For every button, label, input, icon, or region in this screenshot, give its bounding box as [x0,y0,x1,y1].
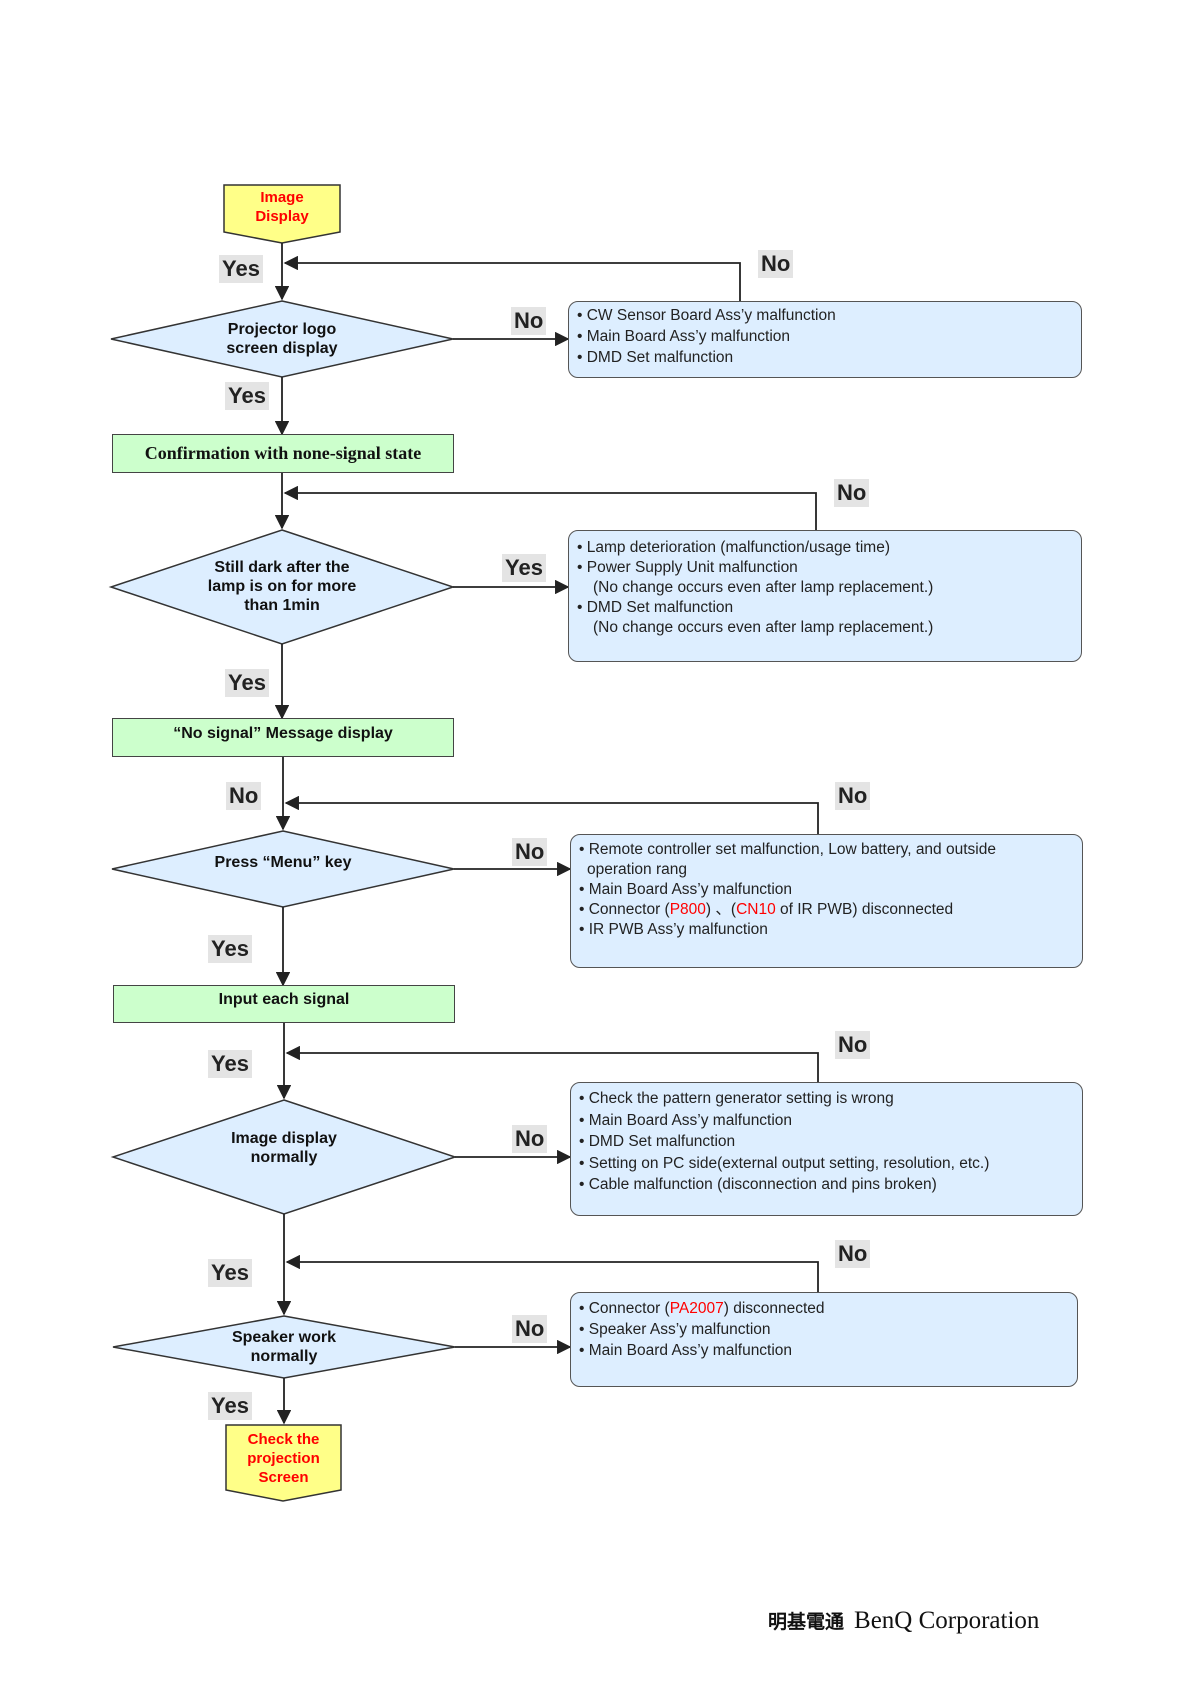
yes-label: Yes [225,669,269,697]
no-label: No [511,307,547,335]
decision-line: Still dark after the [214,559,350,576]
end-line-3: Screen [258,1469,309,1486]
no-label: No [512,1125,548,1153]
cause-line: (No change occurs even after lamp replac… [593,619,934,636]
decision-projector-logo: Projector logo screen display [182,320,382,358]
cause-box-2: • Lamp deterioration (malfunction/usage … [568,530,1082,662]
start-line-2: Display [255,208,309,225]
decision-speaker: Speaker work normally [184,1328,384,1366]
decision-line: Image display [231,1130,337,1147]
no-label: No [835,1240,871,1268]
connector-code: CN10 [736,901,776,918]
end-line-2: projection [247,1450,320,1467]
decision-line: screen display [226,340,338,357]
yes-label: Yes [219,255,263,283]
cause-line: • Check the pattern generator setting is… [579,1090,894,1107]
company-name-chinese: 明基電通 [768,1611,845,1633]
step-no-signal: “No signal” Message display [112,718,454,757]
end-terminal-shape [225,1424,342,1502]
start-terminal-shape [223,184,341,244]
cause-line: • Main Board Ass’y malfunction [577,328,791,345]
connector-text: of IR PWB) disconnected [775,901,954,918]
cause-line: (No change occurs even after lamp replac… [593,579,934,596]
cause-line: • CW Sensor Board Ass’y malfunction [577,307,836,324]
yes-label: Yes [208,1392,252,1420]
decision-line: normally [250,1348,318,1365]
decision-image-normal: Image display normally [184,1129,384,1167]
connector-code: PA2007 [669,1300,724,1317]
decision-still-dark: Still dark after the lamp is on for more… [182,558,382,615]
cause-line-connector: • Connector (PA2007) disconnected [579,1298,1069,1319]
no-label: No [835,782,871,810]
cause-box-1: • CW Sensor Board Ass’y malfunction • Ma… [568,301,1082,378]
no-label: No [834,479,870,507]
no-label: No [512,1315,548,1343]
cause-box-4: • Check the pattern generator setting is… [570,1082,1083,1216]
connector-text: ) 、( [705,901,737,918]
cause-box-3: • Remote controller set malfunction, Low… [570,834,1083,968]
yes-label: Yes [502,554,546,582]
decision-line: Speaker work [231,1329,337,1346]
decision-line: Press “Menu” key [214,854,352,871]
cause-line: • IR PWB Ass’y malfunction [579,921,768,938]
cause-line: • Power Supply Unit malfunction [577,559,798,576]
cause-line: • Cable malfunction (disconnection and p… [579,1176,937,1193]
company-name-english: BenQ Corporation [854,1607,1040,1634]
cause-line: • Setting on PC side(external output set… [579,1154,990,1172]
decision-line: normally [250,1149,318,1166]
cause-line: • Main Board Ass’y malfunction [579,881,793,898]
cause-line: • DMD Set malfunction [577,599,734,616]
yes-label: Yes [208,935,252,963]
footer-company: 明基電通 BenQ Corporation [768,1606,1039,1635]
cause-line: operation rang [587,861,687,878]
connector-text: • Connector ( [579,901,670,918]
decision-line: lamp is on for more [207,578,357,595]
cause-line: • Remote controller set malfunction, Low… [579,841,996,858]
cause-line: • Main Board Ass’y malfunction [579,1342,793,1359]
cause-line: • DMD Set malfunction [577,349,734,366]
cause-box-5: • Connector (PA2007) disconnected • Spea… [570,1292,1078,1387]
cause-line: • Lamp deterioration (malfunction/usage … [577,539,890,556]
end-terminal: Check the projection Screen [226,1430,341,1487]
no-label: No [512,838,548,866]
decision-line: than 1min [244,597,320,614]
end-line-1: Check the [247,1431,320,1448]
cause-line: • DMD Set malfunction [579,1133,736,1150]
connector-text: ) disconnected [723,1300,825,1317]
cause-line-connector: • Connector (P800) 、(CN10 of IR PWB) dis… [579,900,1074,920]
no-label: No [758,250,794,278]
connector-text: • Connector ( [579,1300,670,1317]
step-input-signal: Input each signal [113,985,455,1023]
yes-label: Yes [208,1259,252,1287]
decision-line: Projector logo [227,321,337,338]
start-terminal: Image Display [224,188,340,226]
no-label: No [226,782,262,810]
cause-line: • Speaker Ass’y malfunction [579,1321,771,1338]
decision-press-menu: Press “Menu” key [183,853,383,872]
no-label: No [835,1031,871,1059]
cause-line: • Main Board Ass’y malfunction [579,1111,793,1129]
step-confirmation: Confirmation with none-signal state [112,434,454,473]
start-line-1: Image [260,189,304,206]
connector-code: P800 [669,901,706,918]
yes-label: Yes [208,1050,252,1078]
yes-label: Yes [225,382,269,410]
